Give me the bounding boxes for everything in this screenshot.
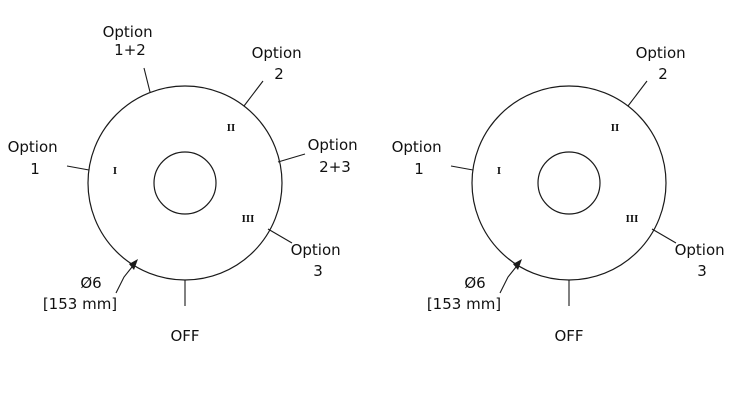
left-label-option-3: Option 3	[291, 241, 346, 280]
right-marker-position-1: I	[497, 167, 501, 177]
left-leader-option-2-3	[277, 153, 306, 163]
left-dimension-leader	[115, 266, 133, 294]
left-label-option-2: Option 2	[252, 44, 307, 83]
left-label-option-2-3: Option 2+3	[308, 136, 363, 176]
right-leader-option-2	[627, 80, 648, 107]
left-label-option-1-2-line1: Option	[103, 23, 153, 41]
left-marker-position-2: II	[227, 124, 235, 134]
left-dial-hub	[153, 151, 217, 215]
right-label-option-1: Option 1	[392, 138, 447, 178]
right-leader-option-1	[450, 165, 474, 171]
right-label-option-3-line2: 3	[697, 262, 707, 280]
right-dial-outer-ring	[471, 85, 667, 281]
right-marker-position-2: II	[611, 124, 619, 134]
right-label-option-1-line2: 1	[414, 160, 424, 178]
left-dial: I II III Option 1+2 Option 2 Option 1 Op…	[8, 23, 363, 345]
left-label-option-2-3-line1: Option	[308, 136, 358, 154]
right-dimension-metric: [153 mm]	[427, 295, 501, 313]
left-dial-outer-ring	[87, 85, 283, 281]
left-label-option-1-2: Option 1+2	[103, 23, 158, 59]
left-label-option-2-line2: 2	[274, 65, 284, 83]
left-dimension-metric: [153 mm]	[43, 295, 117, 313]
right-dimension-arrowhead	[513, 259, 522, 270]
right-dimension-diameter: Ø6	[464, 274, 485, 292]
left-label-option-1-line2: 1	[30, 160, 40, 178]
right-dimension-leader	[499, 266, 517, 294]
left-leader-option-1	[66, 165, 90, 171]
right-dial: I II III Option 2 Option 1 Option 3 OFF …	[392, 44, 730, 345]
right-label-option-3-line1: Option	[675, 241, 725, 259]
right-label-option-2-line2: 2	[658, 65, 668, 83]
right-label-option-1-line1: Option	[392, 138, 442, 156]
left-label-option-1: Option 1	[8, 138, 63, 178]
left-leader-option-1-2	[143, 67, 151, 93]
left-label-option-1-2-line2: 1+2	[114, 41, 146, 59]
left-leader-option-2	[243, 80, 264, 107]
left-leader-option-3	[267, 228, 293, 244]
left-label-option-2-3-line2: 2+3	[319, 158, 351, 176]
left-label-option-3-line1: Option	[291, 241, 341, 259]
left-label-option-3-line2: 3	[313, 262, 323, 280]
right-marker-position-3: III	[626, 215, 639, 225]
left-dimension-arrowhead	[129, 259, 138, 270]
right-label-option-3: Option 3	[675, 241, 730, 280]
left-label-option-1-line1: Option	[8, 138, 58, 156]
left-marker-position-1: I	[113, 167, 117, 177]
right-label-option-2: Option 2	[636, 44, 691, 83]
left-label-option-2-line1: Option	[252, 44, 302, 62]
right-leader-option-3	[651, 228, 677, 244]
right-dial-hub	[537, 151, 601, 215]
left-marker-position-3: III	[242, 215, 255, 225]
left-label-off: OFF	[170, 327, 199, 345]
left-dimension-diameter: Ø6	[80, 274, 101, 292]
right-label-option-2-line1: Option	[636, 44, 686, 62]
right-label-off: OFF	[554, 327, 583, 345]
